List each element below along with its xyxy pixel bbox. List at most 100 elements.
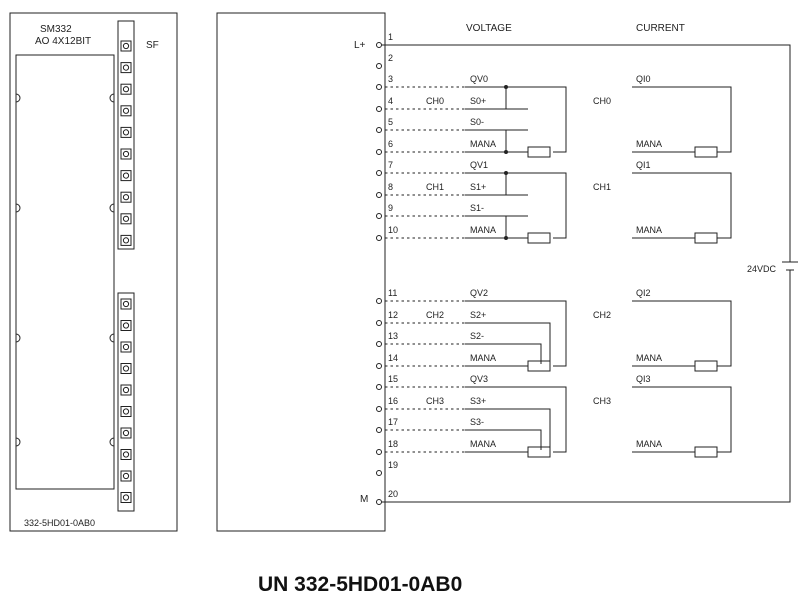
voltage-signal-label: S1+ [470,182,486,192]
voltage-load-wiring [505,172,567,239]
junction-dot [504,236,508,240]
door-hinges [15,93,21,447]
current-load-resistor [694,360,718,372]
terminal-point [376,363,382,369]
junction-dot [504,171,508,175]
strip-screw [120,213,132,225]
terminal-strip-upper [117,20,135,250]
terminal-number: 3 [388,74,393,84]
strip-screw-hole [122,150,130,158]
strip-screw [120,62,132,74]
strip-screw-hole [122,42,130,50]
voltage-signal-label: QV2 [470,288,488,298]
wiring-area: VOLTAGE CURRENT L+ M 24VDC 1234567891011… [216,12,798,532]
terminal-number: 2 [388,53,393,63]
current-signal-label: QI0 [636,74,651,84]
voltage-signal-label: MANA [470,439,496,449]
terminal-point [376,192,382,198]
terminal-point [376,384,382,390]
strip-screw-hole [122,386,130,394]
voltage-load-resistor [527,446,551,458]
strip-screw-hole [122,494,130,501]
terminal-number: 11 [388,288,397,298]
terminal-number: 7 [388,160,393,170]
current-signal-label: QI3 [636,374,651,384]
strip-screw-hole [122,365,130,372]
terminal-point [376,470,382,476]
channel-label: CH1 [593,182,611,192]
module-front-panel: SM332 AO 4X12BIT SF 332-5HD01-0AB0 [9,12,178,532]
current-signal-label: MANA [636,353,662,363]
strip-screw [120,105,132,117]
terminal-point [376,298,382,304]
voltage-load-resistor [527,146,551,158]
terminal-point [376,106,382,112]
voltage-signal-label: S3+ [470,396,486,406]
terminal-number: 4 [388,96,393,106]
voltage-signal-label: S1- [470,203,484,213]
channel-label: CH3 [426,396,444,406]
strip-screw-hole [122,343,130,351]
strip-screw [120,83,132,95]
channel-label: CH3 [593,396,611,406]
terminal-point [376,499,382,505]
terminal-number: 9 [388,203,393,213]
strip-screw [120,148,132,160]
sf-label: SF [146,40,159,51]
strip-screw-hole [122,237,130,244]
voltage-signal-label: S0- [470,117,484,127]
voltage-signal-label: MANA [470,353,496,363]
module-type: AO 4X12BIT [35,36,91,47]
current-load-wiring [632,386,732,453]
strip-screw [120,384,132,396]
terminal-number: 17 [388,417,398,427]
door-hinges-right [109,93,115,447]
current-load-wiring [632,300,732,367]
terminal-point [376,170,382,176]
strip-screw-hole [122,64,130,71]
current-load-resistor [694,146,718,158]
strip-screw-hole [122,322,130,329]
current-signal-label: MANA [636,139,662,149]
terminal-point [376,84,382,90]
channel-label: CH1 [426,182,444,192]
current-load-wiring [632,172,732,239]
terminal-number: 13 [388,331,398,341]
voltage-signal-label: QV3 [470,374,488,384]
strip-screw [120,449,132,460]
junction-dot [504,150,508,154]
terminal-number: 15 [388,374,398,384]
strip-screw [120,40,132,52]
terminal-number: 16 [388,396,398,406]
supply-label: 24VDC [747,264,777,274]
voltage-load-wiring [505,86,567,153]
voltage-signal-label: S2- [470,331,484,341]
terminal-point [376,127,382,133]
strip-screw-hole [122,408,130,415]
module-name: SM332 [40,24,72,35]
terminal-point [376,63,382,69]
channel-label: CH0 [426,96,444,106]
strip-screw-hole [122,215,130,222]
strip-screw-hole [122,429,130,437]
terminal-number: 6 [388,139,393,149]
voltage-signal-label: S3- [470,417,484,427]
terminal-number: 12 [388,310,398,320]
module-body-outline [216,12,386,532]
terminal-point [376,406,382,412]
strip-screws [120,40,132,503]
strip-screw [120,363,132,374]
module-door [15,54,115,490]
terminal-point [376,427,382,433]
strip-screw [120,320,132,331]
terminal-number: 18 [388,439,398,449]
strip-screw-hole [122,451,130,458]
voltage-signal-label: QV0 [470,74,488,84]
strip-screw-hole [122,107,130,114]
voltage-load-resistor [527,360,551,372]
